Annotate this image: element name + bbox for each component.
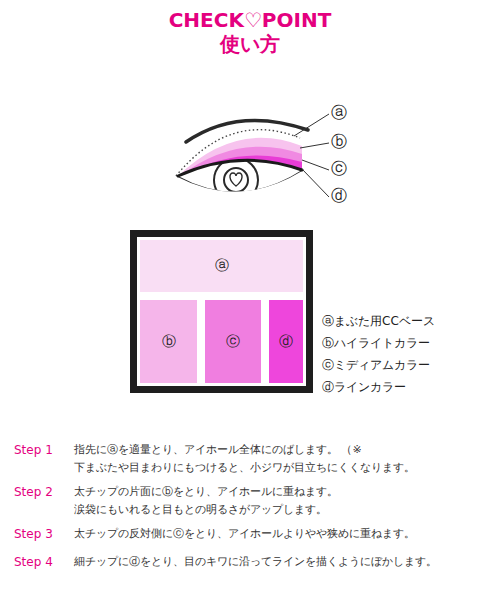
pan-letter: ⓐ xyxy=(215,257,229,275)
step-text: 太チップの片面にⓑをとり、アイホールに重ねます。 涙袋にもいれると目もとの明るさ… xyxy=(74,483,494,519)
pan-letter: ⓑ xyxy=(162,333,176,351)
callout-letter: ⓑ xyxy=(331,133,357,151)
step-text: 細チップにⓓをとり、目のキワに沿ってラインを描くようにぼかします。 xyxy=(74,553,494,571)
step-text: 指先にⓐを適量とり、アイホール全体にのばします。 （※下まぶたや目まわりにもつけ… xyxy=(74,441,494,477)
pan-letter: ⓓ xyxy=(279,333,293,351)
eyebrow xyxy=(186,120,308,142)
palette-frame xyxy=(133,233,311,391)
palette-inner-frame xyxy=(136,236,307,387)
leader-lines xyxy=(294,114,329,197)
callout-letter: ⓒ xyxy=(331,160,357,178)
palette-pan: ⓐ xyxy=(140,240,303,292)
color-key: ⓓラインカラー xyxy=(322,378,492,396)
step-label: Step 2 xyxy=(14,483,72,501)
palette-pan: ⓒ xyxy=(205,300,261,383)
color-key: ⓐまぶた用CCベース xyxy=(322,312,492,330)
color-key: ⓑハイライトカラー xyxy=(322,334,492,352)
step-label: Step 3 xyxy=(14,525,72,543)
palette-pan: ⓓ xyxy=(269,300,303,383)
iris xyxy=(214,158,258,202)
pan-letter: ⓒ xyxy=(226,333,240,351)
palette-pan: ⓑ xyxy=(140,300,197,383)
page-title: CHECK♡POINT 使い方 xyxy=(160,8,340,56)
heart-highlight xyxy=(230,173,242,186)
callout-letter: ⓓ xyxy=(331,187,357,205)
step-label: Step 1 xyxy=(14,441,72,459)
color-key: ⓒミディアムカラー xyxy=(322,356,492,374)
step-label: Step 4 xyxy=(14,553,72,571)
pupil xyxy=(224,168,248,192)
step-text: 太チップの反対側にⓒをとり、アイホールよりやや狭めに重ねます。 xyxy=(74,525,494,543)
upper-lid xyxy=(178,160,302,176)
callout-letter: ⓐ xyxy=(331,104,357,122)
